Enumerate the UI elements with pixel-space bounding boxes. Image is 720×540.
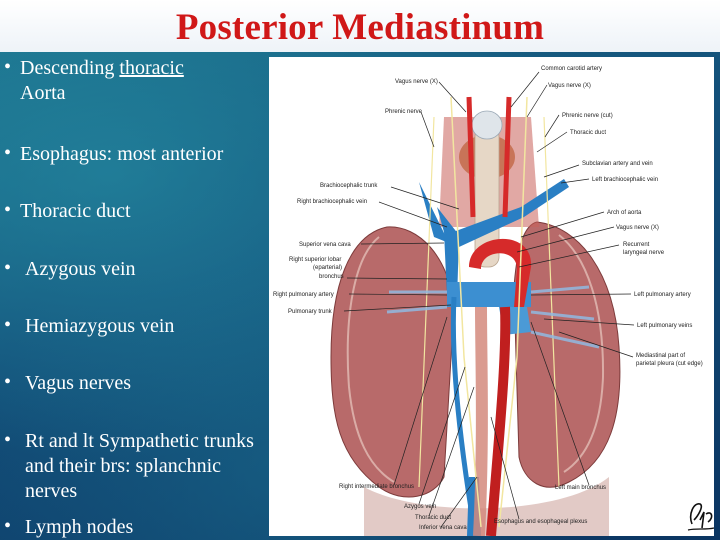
thoracic-link[interactable]: thoracic [119, 57, 184, 79]
illustration-drawing: Common carotid artery Vagus nerve (X) Va… [273, 66, 703, 536]
slide-title: Posterior Mediastinum [175, 7, 545, 48]
phrenic-nerves [418, 116, 560, 488]
label-recurrent-2: laryngeal nerve [623, 250, 665, 256]
bullet-dot: • [4, 142, 12, 164]
artist-signature [687, 503, 715, 531]
label-right-brachiocephalic: Right brachiocephalic vein [297, 199, 367, 205]
label-mediastinal-2: parietal pleura (cut edge) [636, 361, 703, 367]
label-phrenic-cut: Phrenic nerve (cut) [562, 113, 613, 119]
bullet-text: Vagus nerves [25, 372, 132, 394]
label-right-pulm-artery: Right pulmonary artery [273, 292, 334, 298]
label-pulm-trunk: Pulmonary trunk [288, 309, 333, 315]
label-left-pulm-veins: Left pulmonary veins [637, 323, 692, 329]
label-arch-aorta: Arch of aorta [607, 210, 642, 216]
bullet-dot: • [4, 371, 12, 393]
label-mediastinal-1: Mediastinal part of [636, 353, 685, 359]
hilar-vessels [386, 285, 600, 349]
slide-header [0, 0, 720, 52]
pulmonary-artery [447, 282, 531, 307]
bullet-text: Rt and lt Sympathetic trunks and their b… [25, 430, 254, 502]
bullet-text-line2: Aorta [20, 82, 66, 104]
label-common-carotid: Common carotid artery [541, 66, 602, 72]
bullet-dot: • [4, 56, 12, 78]
label-svc: Superior vena cava [299, 242, 351, 248]
label-phrenic: Phrenic nerve [385, 109, 423, 115]
diaphragm [364, 477, 609, 536]
common-carotid-arteries [466, 96, 512, 218]
aortic-arch [469, 238, 532, 307]
label-brachiocephalic-trunk: Brachiocephalic trunk [320, 183, 378, 189]
leader-lines [343, 71, 635, 528]
bullet-text: Descending [20, 57, 120, 79]
label-vagus-lower: Vagus nerve (X) [616, 225, 659, 231]
right-pleura [346, 236, 395, 483]
left-lung [513, 221, 621, 488]
label-thoracic-duct-top: Thoracic duct [570, 130, 606, 136]
label-vagus-left: Vagus nerve (X) [395, 79, 438, 85]
label-thoracic-duct-bottom: Thoracic duct [415, 515, 451, 521]
bullet-text: Esophagus: most anterior [20, 143, 224, 165]
label-left-brachiocephalic: Left brachiocephalic vein [592, 177, 658, 183]
bullet-dot: • [4, 314, 12, 336]
bullet-text: Hemiazygous vein [25, 315, 175, 337]
label-rsl-1: Right superior lobar [289, 257, 341, 263]
larynx [471, 110, 503, 140]
label-recurrent-1: Recurrent [623, 242, 650, 248]
descending-aorta [486, 306, 511, 536]
label-subclavian: Subclavian artery and vein [582, 161, 653, 167]
label-rsl-2: (eparterial) [313, 265, 342, 271]
label-rsl-3: bronchus [319, 274, 344, 280]
vagus-nerves [450, 96, 528, 528]
esophagus [473, 306, 488, 536]
bullet-dot: • [4, 199, 12, 221]
label-azygos: Azygos vein [404, 504, 436, 510]
label-ivc: Inferior vena cava [419, 525, 467, 531]
label-left-pulm-artery: Left pulmonary artery [634, 292, 691, 298]
bullet-text: Thoracic duct [20, 200, 131, 222]
left-pleura [558, 234, 605, 473]
bullet-dot: • [4, 429, 12, 451]
label-esoph-plexus: Esophagus and esophageal plexus [494, 519, 587, 525]
bullet-dot: • [4, 257, 12, 279]
bullet-dot: • [4, 515, 12, 537]
label-right-int-bronchus: Right intermediate bronchus [339, 484, 414, 490]
brachiocephalic-veins [419, 179, 569, 247]
bullet-text: Lymph nodes [25, 516, 134, 538]
right-lung [330, 226, 455, 498]
label-left-main-bronchus: Left main bronchus [555, 485, 606, 491]
bullet-text: Azygous vein [25, 258, 136, 280]
label-vagus-right: Vagus nerve (X) [548, 83, 591, 89]
anatomy-illustration: Common carotid artery Vagus nerve (X) Va… [269, 57, 714, 536]
superior-vena-cava [437, 207, 459, 302]
